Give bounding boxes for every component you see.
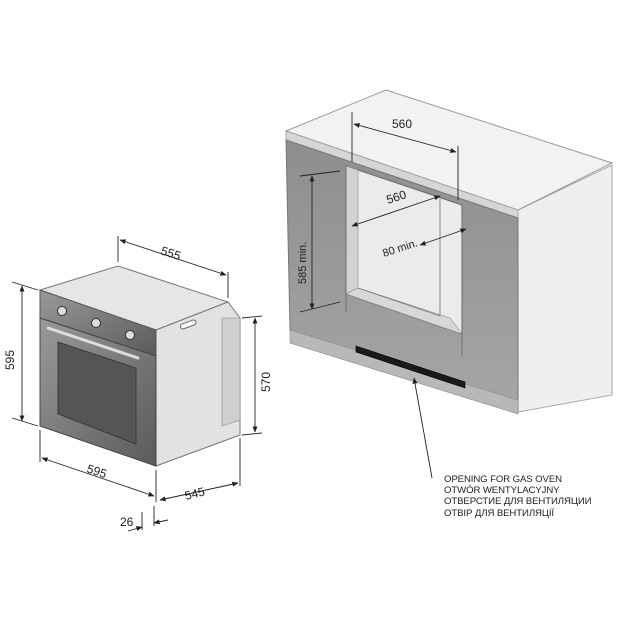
- oven-body-height: 570: [259, 372, 273, 392]
- oven-side-cutout: [179, 319, 197, 330]
- oven-dimensions: [11, 236, 263, 532]
- oven-handle: [46, 326, 140, 360]
- knob-left-icon: [57, 306, 67, 316]
- ventilation-note-uk: ОТВІР ДЛЯ ВЕНТИЛЯЦІЇ: [444, 507, 554, 519]
- niche-back-frame: [357, 169, 441, 317]
- cabinet-height-min: 585 min.: [297, 242, 309, 284]
- oven-front-thickness: 26: [120, 515, 134, 529]
- niche-inner-left: [345, 165, 359, 295]
- oven-width-front: 595: [85, 462, 109, 482]
- cabinet: [284, 89, 614, 415]
- ventilation-note: OPENING FOR GAS OVEN OTWÓR WENTYLACYJNY …: [444, 474, 620, 519]
- oven-width-top: 555: [159, 244, 183, 264]
- oven: [38, 265, 241, 467]
- cabinet-dimensions: [299, 112, 467, 479]
- oven-window: [57, 341, 137, 445]
- ventilation-note-ru: ОТВЕРСТИЕ ДЛЯ ВЕНТИЛЯЦИИ: [444, 496, 592, 508]
- cabinet-inner-width: 560: [385, 187, 409, 207]
- cabinet-opening-width-top: 560: [392, 117, 412, 131]
- ventilation-note-pl: OTWÓR WENTYLACYJNY: [444, 485, 560, 497]
- knob-middle-icon: [91, 318, 101, 328]
- ventilation-note-en: OPENING FOR GAS OVEN: [444, 474, 562, 485]
- niche-inner-bottom: [345, 287, 463, 335]
- ventilation-slot: [355, 345, 466, 389]
- oven-side-bracket: [221, 317, 241, 427]
- knob-right-icon: [125, 330, 135, 340]
- oven-height: 595: [3, 350, 17, 370]
- oven-depth: 545: [183, 484, 206, 503]
